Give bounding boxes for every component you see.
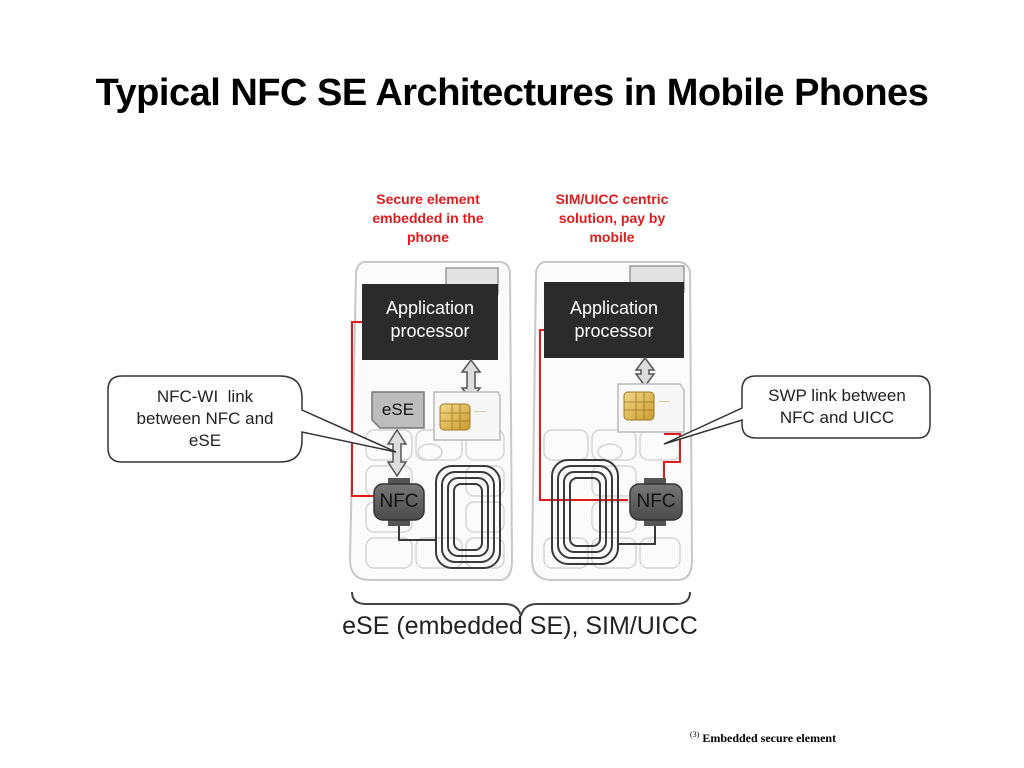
footnote-text: Embedded secure element <box>702 731 837 745</box>
slide-title: Typical NFC SE Architectures in Mobile P… <box>95 72 929 114</box>
left-callout-text: NFC-WI link between NFC and eSE <box>136 387 274 450</box>
left-nfc-chip <box>373 478 425 526</box>
right-nfc-chip <box>629 478 683 526</box>
svg-text:~~~: ~~~ <box>474 409 486 416</box>
left-antenna-wire <box>398 526 436 541</box>
right-red-link <box>539 329 628 501</box>
right-phone-caption: SIM/UICC centric solution, pay by mobile <box>555 191 669 245</box>
left-sim-chip <box>439 403 471 431</box>
left-phone: ~~~ <box>348 261 514 581</box>
bottom-caption: eSE (embedded SE), SIM/UICC <box>342 612 698 640</box>
right-phone: ~~~ <box>530 261 694 581</box>
right-swp-red-link <box>663 433 681 484</box>
right-sim-chip <box>623 391 655 421</box>
left-phone-caption: Secure element embedded in the phone <box>372 191 484 245</box>
svg-text:~~~: ~~~ <box>658 399 670 406</box>
right-nfc-label: NFC <box>636 491 676 512</box>
left-ese-nfc-arrow <box>386 428 408 478</box>
left-processor-label: Application processor <box>385 298 475 341</box>
left-callout-bubble <box>107 375 397 463</box>
left-red-link <box>351 321 378 497</box>
right-antenna-coil <box>551 459 619 565</box>
left-application-processor <box>362 284 498 360</box>
right-application-processor <box>544 282 684 358</box>
left-antenna-coil <box>435 465 501 569</box>
right-callout-text: SWP link between NFC and UICC <box>768 386 906 427</box>
right-antenna-wire <box>618 526 656 545</box>
bottom-brace <box>351 591 691 617</box>
left-ese-chip <box>371 391 425 429</box>
right-processor-label: Application processor <box>569 298 659 341</box>
ese-label: eSE <box>381 400 415 419</box>
left-nfc-label: NFC <box>379 491 419 512</box>
right-callout-bubble <box>663 375 931 445</box>
footnote-marker: (3) <box>690 730 700 739</box>
footnote: (3) Embedded secure element <box>690 730 1010 746</box>
